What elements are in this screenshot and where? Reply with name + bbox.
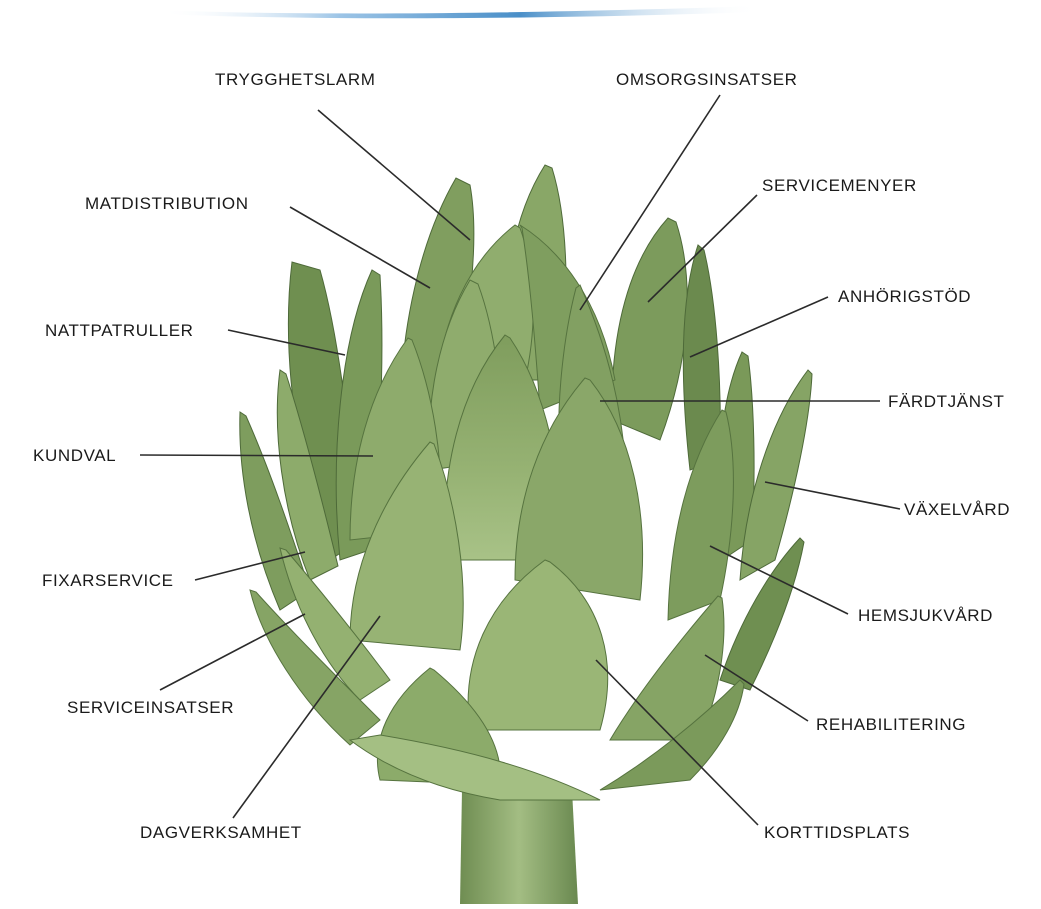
label-nattpatruller: NATTPATRULLER: [45, 321, 194, 341]
label-hemsjukvard: HEMSJUKVÅRD: [858, 606, 993, 626]
label-fixarservice: FIXARSERVICE: [42, 571, 174, 591]
label-fardtjanst: FÄRDTJÄNST: [888, 392, 1005, 412]
label-servicemenyer: SERVICEMENYER: [762, 176, 917, 196]
label-trygghetslarm: TRYGGHETSLARM: [215, 70, 376, 90]
label-kundval: KUNDVAL: [33, 446, 116, 466]
label-korttidsplats: KORTTIDSPLATS: [764, 823, 910, 843]
stem: [460, 790, 578, 904]
label-rehabilitering: REHABILITERING: [816, 715, 966, 735]
label-serviceinsatser: SERVICEINSATSER: [67, 698, 234, 718]
label-matdistribution: MATDISTRIBUTION: [85, 194, 249, 214]
top-banner-decoration: [160, 6, 760, 18]
label-anhorigstod: ANHÖRIGSTÖD: [838, 287, 971, 307]
label-dagverksamhet: DAGVERKSAMHET: [140, 823, 302, 843]
label-vaxelvard: VÄXELVÅRD: [904, 500, 1010, 520]
label-omsorgsinsatser: OMSORGSINSATSER: [616, 70, 798, 90]
